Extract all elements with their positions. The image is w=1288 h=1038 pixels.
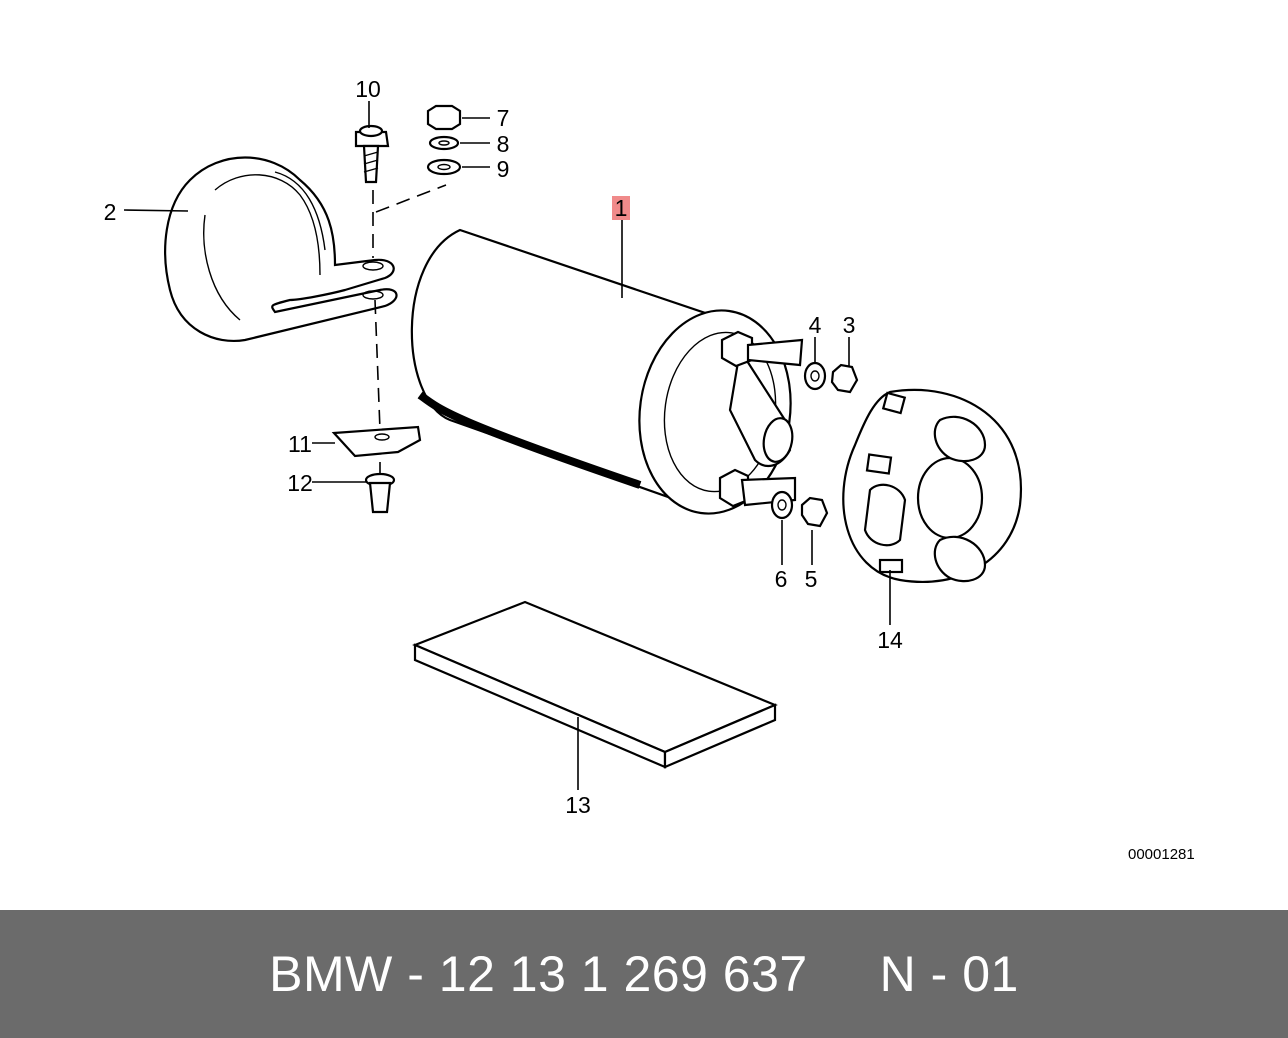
terminal-cover-part-14 bbox=[842, 388, 1023, 583]
footer-part-number-text: BMW - 12 13 1 269 637 N - 01 bbox=[269, 946, 1019, 1002]
mounting-bracket-part-2 bbox=[164, 156, 398, 342]
callout-2: 2 bbox=[104, 199, 117, 225]
ignition-coil-part-1 bbox=[410, 228, 804, 515]
callout-7: 7 bbox=[497, 105, 510, 131]
clip-part-11 bbox=[331, 425, 422, 458]
callout-8: 8 bbox=[497, 131, 510, 157]
leader-lines bbox=[123, 101, 891, 790]
callout-11: 11 bbox=[288, 431, 312, 457]
callout-highlight bbox=[612, 196, 630, 220]
callout-12: 12 bbox=[287, 470, 313, 496]
callout-labels: 1 2 3 4 5 6 7 8 9 10 11 12 13 14 bbox=[104, 76, 903, 818]
nut-part-3 bbox=[830, 363, 859, 394]
nut-part-7 bbox=[426, 104, 462, 131]
washer-part-4 bbox=[803, 361, 827, 391]
nut-part-5 bbox=[800, 496, 829, 528]
callout-1: 1 bbox=[615, 195, 628, 221]
parts-diagram: 1 2 3 4 5 6 7 8 9 10 11 12 13 14 bbox=[104, 76, 1023, 818]
washer-part-8 bbox=[428, 135, 460, 151]
insulating-pad-part-13 bbox=[412, 600, 778, 769]
callout-9: 9 bbox=[497, 156, 510, 182]
washer-part-9 bbox=[426, 158, 462, 176]
grommet-part-12 bbox=[364, 472, 396, 514]
bolt-part-10 bbox=[354, 124, 390, 184]
callout-6: 6 bbox=[775, 566, 788, 592]
diagram-code: 00001281 bbox=[1128, 846, 1195, 863]
callout-3: 3 bbox=[843, 312, 856, 338]
callout-14: 14 bbox=[877, 627, 903, 653]
footer-bar: BMW - 12 13 1 269 637 N - 01 bbox=[0, 910, 1288, 1038]
washer-part-6 bbox=[770, 490, 794, 520]
callout-10: 10 bbox=[355, 76, 381, 102]
callout-13: 13 bbox=[565, 792, 591, 818]
callout-4: 4 bbox=[809, 312, 822, 338]
callout-5: 5 bbox=[805, 566, 818, 592]
